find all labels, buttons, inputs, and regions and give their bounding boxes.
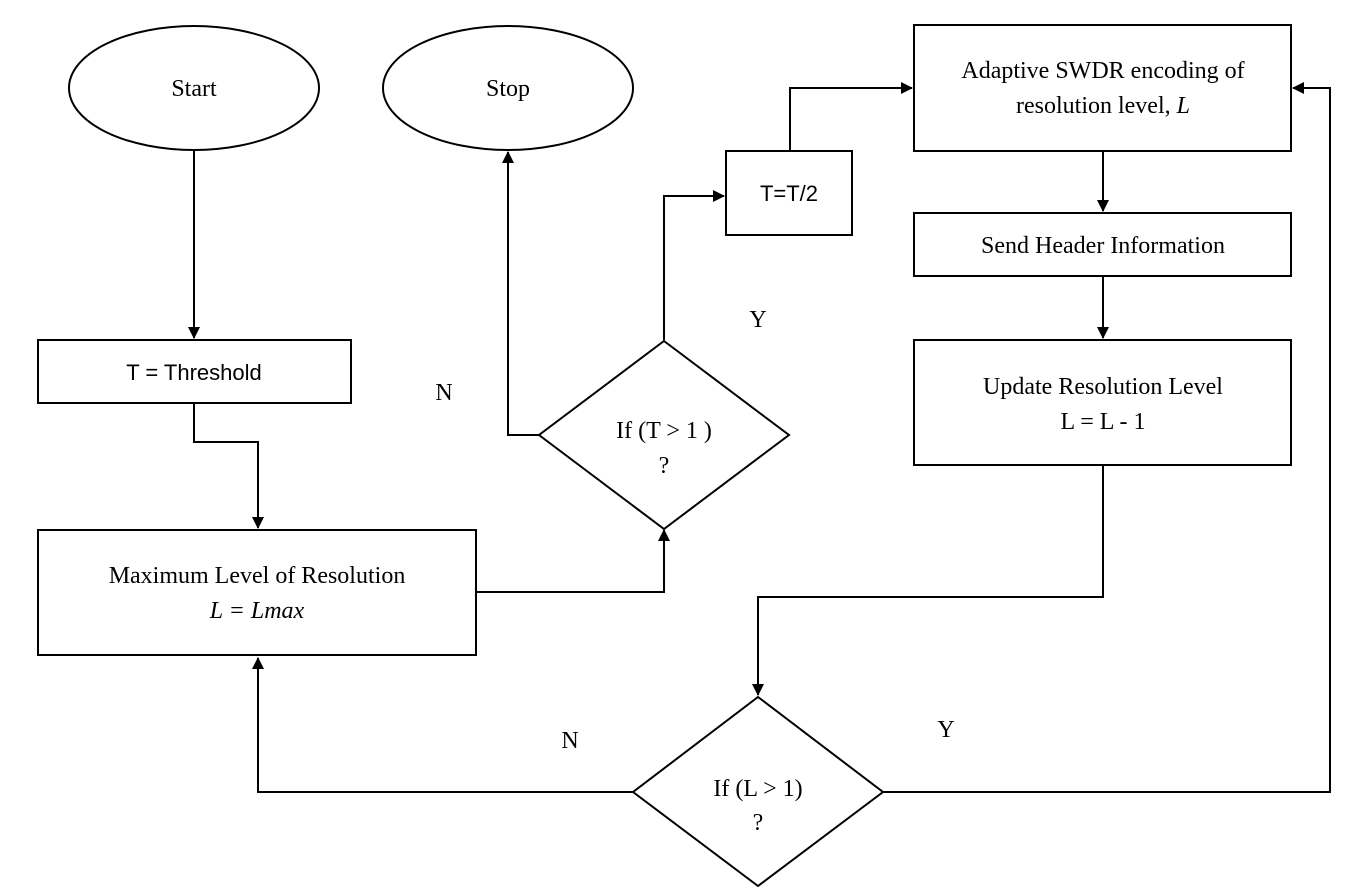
decision-t-question: If (T > 1 ) <box>616 418 712 444</box>
halve-t-label: T=T/2 <box>760 181 818 206</box>
max-level-formula: L = Lmax <box>209 598 305 624</box>
edge-decision-l-yes <box>883 82 1331 793</box>
update-node: Update Resolution Level L = L - 1 <box>913 339 1292 466</box>
max-level-title: Maximum Level of Resolution <box>109 563 406 589</box>
connectors <box>188 82 1331 793</box>
edge-label-l-yes: Y <box>937 717 954 743</box>
edge-halve-to-encode <box>789 82 913 150</box>
halve-t-node: T=T/2 <box>725 150 853 236</box>
update-formula: L = L - 1 <box>1060 409 1145 435</box>
encode-title: Adaptive SWDR encoding of <box>961 58 1244 84</box>
start-node: Start <box>68 25 320 151</box>
edge-label-t-no: N <box>435 380 452 406</box>
threshold-node: T = Threshold <box>37 339 352 404</box>
decision-t-node: If (T > 1 ) ? <box>537 339 791 531</box>
edge-threshold-to-max-level <box>193 404 264 529</box>
edge-max-level-to-decision-t <box>476 529 670 593</box>
decision-l-node: If (L > 1) ? <box>631 695 885 888</box>
encode-subtitle-text: resolution level, <box>1016 93 1177 119</box>
threshold-label: T = Threshold <box>126 360 262 385</box>
send-header-label: Send Header Information <box>981 233 1225 259</box>
edge-decision-t-yes <box>663 190 725 340</box>
decision-l-mark: ? <box>753 810 764 836</box>
edge-label-t-yes: Y <box>749 307 766 333</box>
edge-update-to-decision-l <box>752 466 1104 696</box>
encode-node: Adaptive SWDR encoding of resolution lev… <box>913 24 1292 152</box>
send-header-node: Send Header Information <box>913 212 1292 277</box>
decision-l-question: If (L > 1) <box>713 776 802 802</box>
stop-node: Stop <box>382 25 634 151</box>
edge-decision-l-no <box>252 657 633 793</box>
encode-subtitle: resolution level, L <box>1016 93 1190 119</box>
start-label: Start <box>171 76 217 102</box>
stop-label: Stop <box>486 76 530 102</box>
edge-decision-t-no <box>502 151 539 436</box>
update-title: Update Resolution Level <box>983 374 1223 400</box>
encode-subtitle-var: L <box>1176 93 1190 119</box>
max-level-node: Maximum Level of Resolution L = Lmax <box>37 529 477 656</box>
edge-label-l-no: N <box>561 728 578 754</box>
decision-t-mark: ? <box>659 453 670 479</box>
